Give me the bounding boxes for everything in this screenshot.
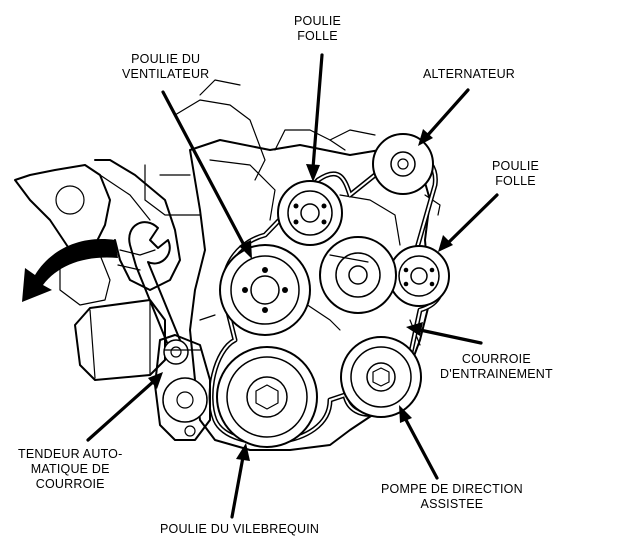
label-poulie-folle-right: POULIE FOLLE — [492, 159, 539, 189]
label-line: POULIE — [294, 14, 342, 28]
label-line: FOLLE — [495, 174, 536, 188]
label-line: ASSISTEE — [420, 497, 484, 511]
crankshaft-pulley — [216, 346, 318, 448]
label-line: D'ENTRAINEMENT — [440, 367, 553, 381]
fan-pulley — [219, 244, 311, 336]
idler-pulley-right — [388, 245, 450, 307]
oil-filter — [74, 299, 166, 381]
alternator-pulley — [372, 133, 434, 195]
belt-tensioner — [154, 334, 211, 441]
label-line: ALTERNATEUR — [423, 67, 516, 81]
label-pompe: POMPE DE DIRECTION ASSISTEE — [381, 482, 523, 512]
idler-pulley-top — [277, 180, 343, 246]
label-line: FOLLE — [297, 29, 338, 43]
label-line: POULIE DU — [131, 52, 201, 66]
label-alternateur: ALTERNATEUR — [423, 67, 515, 82]
water-pump-pulley — [319, 236, 397, 314]
label-line: COURROIE — [461, 352, 531, 366]
label-line: TENDEUR AUTO- — [18, 447, 123, 461]
label-poulie-ventilateur: POULIE DU VENTILATEUR — [122, 52, 209, 82]
curved-arrow-left-icon — [22, 239, 118, 302]
label-courroie: COURROIE D'ENTRAINEMENT — [440, 352, 553, 382]
label-poulie-folle-top: POULIE FOLLE — [294, 14, 341, 44]
label-line: POULIE DU VILEBREQUIN — [160, 522, 320, 536]
label-line: COURROIE — [35, 477, 105, 491]
callout-arrows — [86, 53, 499, 519]
hand-with-wrench — [94, 159, 181, 291]
label-line: POULIE — [492, 159, 540, 173]
label-vilebrequin: POULIE DU VILEBREQUIN — [160, 522, 319, 537]
label-line: VENTILATEUR — [122, 67, 210, 81]
label-line: MATIQUE DE — [30, 462, 110, 476]
power-steering-pulley — [340, 336, 422, 418]
label-tendeur: TENDEUR AUTO- MATIQUE DE COURROIE — [18, 447, 122, 492]
label-line: POMPE DE DIRECTION — [381, 482, 523, 496]
wrench-icon — [128, 221, 189, 365]
